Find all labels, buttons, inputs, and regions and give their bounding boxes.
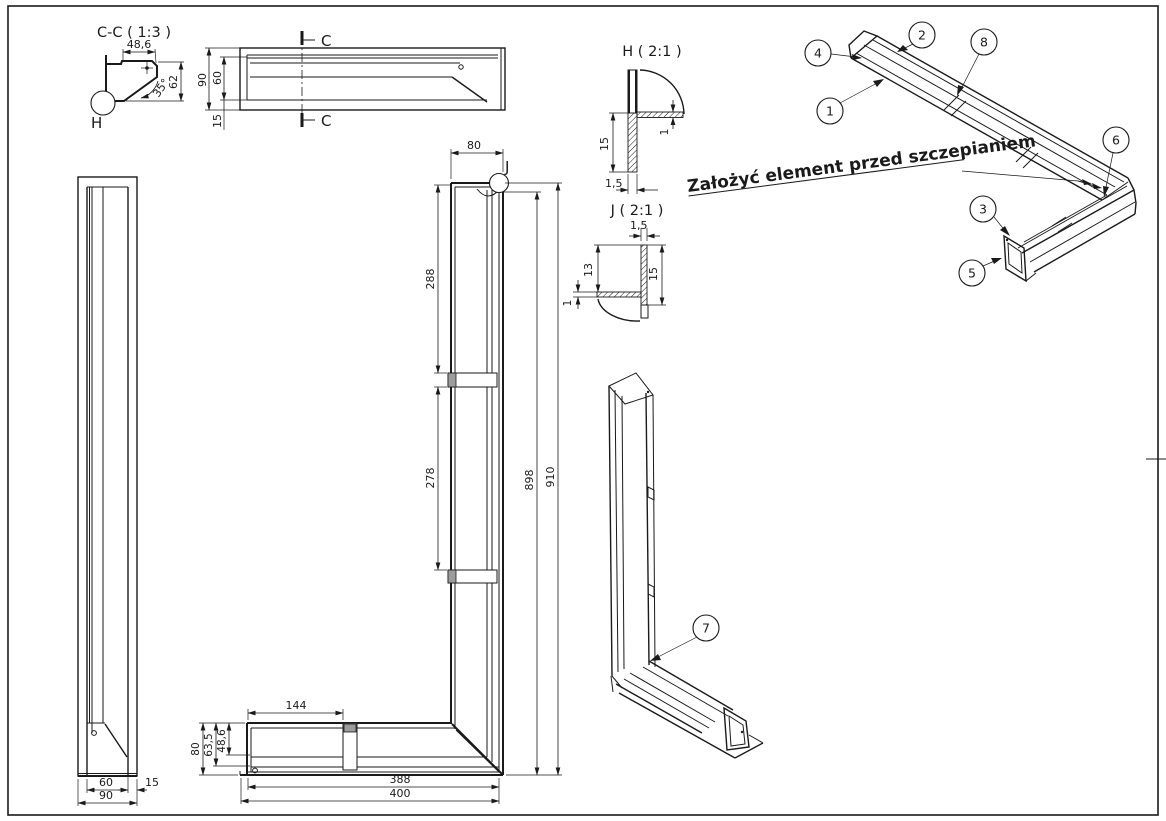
view-title: H ( 2:1 ) bbox=[622, 44, 681, 60]
detail-view-j: J ( 2:1 ) 1,5 13 15 1 bbox=[562, 203, 666, 322]
dimension-label: 400 bbox=[390, 787, 411, 800]
svg-text:4: 4 bbox=[814, 46, 822, 61]
hole bbox=[91, 730, 97, 736]
svg-text:1: 1 bbox=[826, 104, 834, 119]
iso-view-assembly: 4 2 8 1 6 3 5 bbox=[804, 21, 1137, 287]
dimension-label: 13 bbox=[582, 263, 595, 277]
corner-arc bbox=[597, 298, 641, 322]
svg-text:6: 6 bbox=[1112, 133, 1120, 148]
detail-circle-h bbox=[90, 90, 116, 116]
dimension-label: 1 bbox=[562, 300, 574, 307]
detail-letter: J bbox=[504, 158, 509, 176]
gusset-edge bbox=[451, 76, 488, 103]
dimension-label: 80 bbox=[467, 139, 481, 152]
dimension-label: 15 bbox=[598, 137, 611, 151]
view-title: J ( 2:1 ) bbox=[610, 203, 664, 219]
svg-text:2: 2 bbox=[918, 28, 926, 43]
dimension-label: 80 bbox=[190, 742, 202, 755]
sheet-border bbox=[7, 5, 1166, 816]
section-letter: C bbox=[321, 32, 331, 50]
svg-text:7: 7 bbox=[702, 621, 710, 636]
svg-text:8: 8 bbox=[980, 35, 988, 50]
section-view-cc: C-C ( 1:3 ) 48,6 62 35° H bbox=[90, 25, 184, 132]
gusset-edge bbox=[104, 723, 128, 758]
dimension-label: 90 bbox=[196, 73, 209, 87]
crossbar-upper bbox=[447, 372, 498, 388]
tie-strap-1 bbox=[943, 94, 967, 117]
dimension-label: 62 bbox=[167, 75, 180, 89]
balloon-2: 2 bbox=[897, 21, 936, 52]
dimension-label: 1 bbox=[659, 129, 671, 136]
vent-end-piece bbox=[1003, 234, 1027, 283]
view-title: C-C ( 1:3 ) bbox=[97, 25, 171, 41]
note-text: Założyć element przed szczepianiem bbox=[686, 131, 1037, 197]
crossbar-lower bbox=[447, 569, 498, 584]
dimension-label: 15 bbox=[647, 267, 660, 281]
center-mark bbox=[141, 62, 153, 74]
dimension-label: 388 bbox=[390, 773, 411, 786]
dimension-label: 898 bbox=[523, 470, 536, 491]
weld-tab bbox=[647, 486, 655, 501]
dimension-label: 60 bbox=[99, 776, 113, 789]
beam-end-cap bbox=[848, 30, 879, 59]
front-view: J 80 288 278 898 910 144 80 63,5 48,6 bbox=[190, 139, 562, 804]
detail-letter: H bbox=[91, 114, 102, 132]
top-view: C C 90 60 15 bbox=[196, 31, 506, 130]
balloon-4: 4 bbox=[804, 39, 862, 67]
dimension-label: 48,6 bbox=[127, 38, 152, 51]
dimension-label: 288 bbox=[424, 269, 437, 290]
hole bbox=[252, 767, 258, 774]
weld-tab bbox=[647, 583, 655, 598]
dimension-label: 910 bbox=[544, 467, 557, 488]
tie-strap-2 bbox=[1015, 146, 1039, 169]
iso-view-frame: 7 bbox=[608, 372, 764, 759]
balloon-1: 1 bbox=[816, 79, 884, 125]
dimension-label: 60 bbox=[211, 71, 224, 85]
section-line-c: C C bbox=[300, 31, 331, 130]
miter-joint bbox=[451, 723, 503, 775]
tie-strap-3 bbox=[1051, 216, 1073, 233]
balloon-8: 8 bbox=[957, 28, 998, 96]
dimension-label: 1,5 bbox=[630, 219, 648, 232]
balloon-6: 6 bbox=[1102, 126, 1130, 197]
balloon-7: 7 bbox=[650, 614, 720, 661]
side-view: 60 15 90 bbox=[77, 176, 159, 806]
hole bbox=[458, 64, 464, 70]
dimension-label: 90 bbox=[99, 789, 113, 802]
dimension-label: 278 bbox=[424, 468, 437, 489]
assembly-note: Założyć element przed szczepianiem bbox=[686, 131, 1037, 197]
arm-tab bbox=[342, 722, 358, 771]
arm-end-cap bbox=[723, 706, 750, 751]
corner-arc bbox=[639, 69, 685, 115]
balloon-3: 3 bbox=[969, 195, 1010, 236]
dimension-label: 144 bbox=[286, 699, 307, 712]
section-letter: C bbox=[321, 112, 331, 130]
dimension-label: 48,6 bbox=[216, 729, 228, 753]
dimension-label: 15 bbox=[145, 776, 159, 789]
svg-text:5: 5 bbox=[968, 266, 976, 281]
dimension-label: 1,5 bbox=[605, 177, 623, 190]
balloon-5: 5 bbox=[958, 258, 1002, 287]
dimension-label: 63,5 bbox=[203, 733, 215, 756]
dimension-label: 15 bbox=[211, 114, 224, 128]
detail-view-h: H ( 2:1 ) 1 15 1,5 bbox=[598, 44, 685, 194]
svg-text:3: 3 bbox=[979, 202, 987, 217]
corner-edge bbox=[1127, 177, 1137, 215]
